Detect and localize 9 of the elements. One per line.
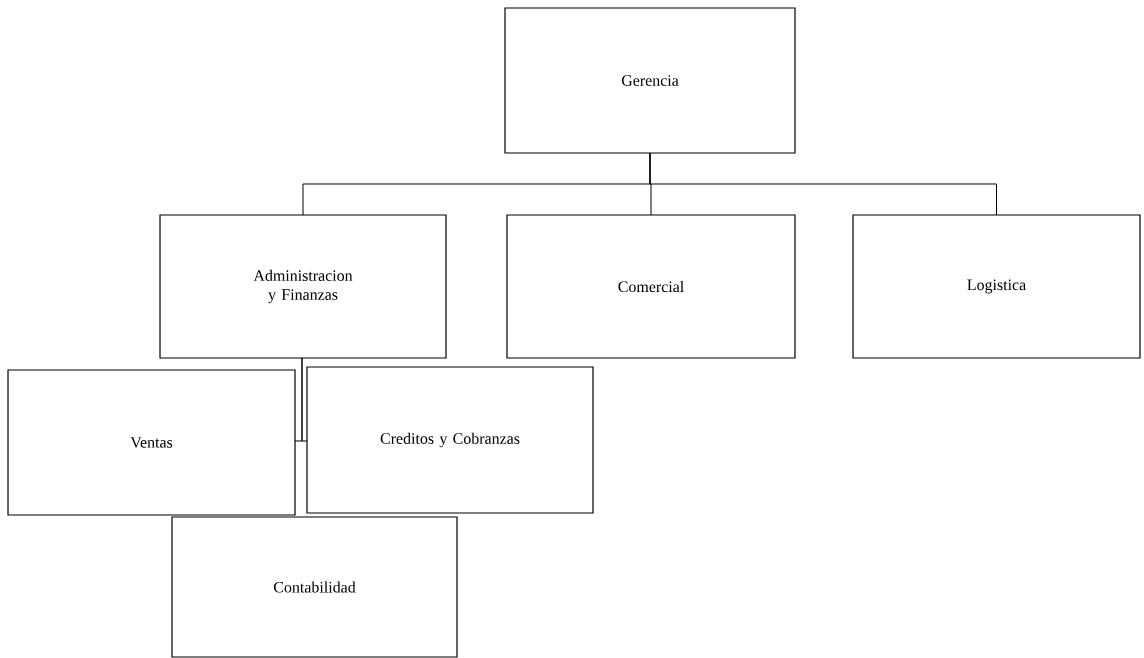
connector-line: [649, 152, 997, 216]
connector-line: [301, 357, 308, 442]
org-box: Contabilidad: [171, 516, 458, 658]
org-box: Creditos y Cobranzas: [306, 366, 594, 514]
org-box: Administracion y Finanzas: [159, 214, 447, 359]
org-box: Logistica: [852, 214, 1141, 359]
org-box: Ventas: [7, 369, 296, 516]
org-box: Comercial: [506, 214, 796, 359]
org-box: Gerencia: [504, 7, 796, 154]
